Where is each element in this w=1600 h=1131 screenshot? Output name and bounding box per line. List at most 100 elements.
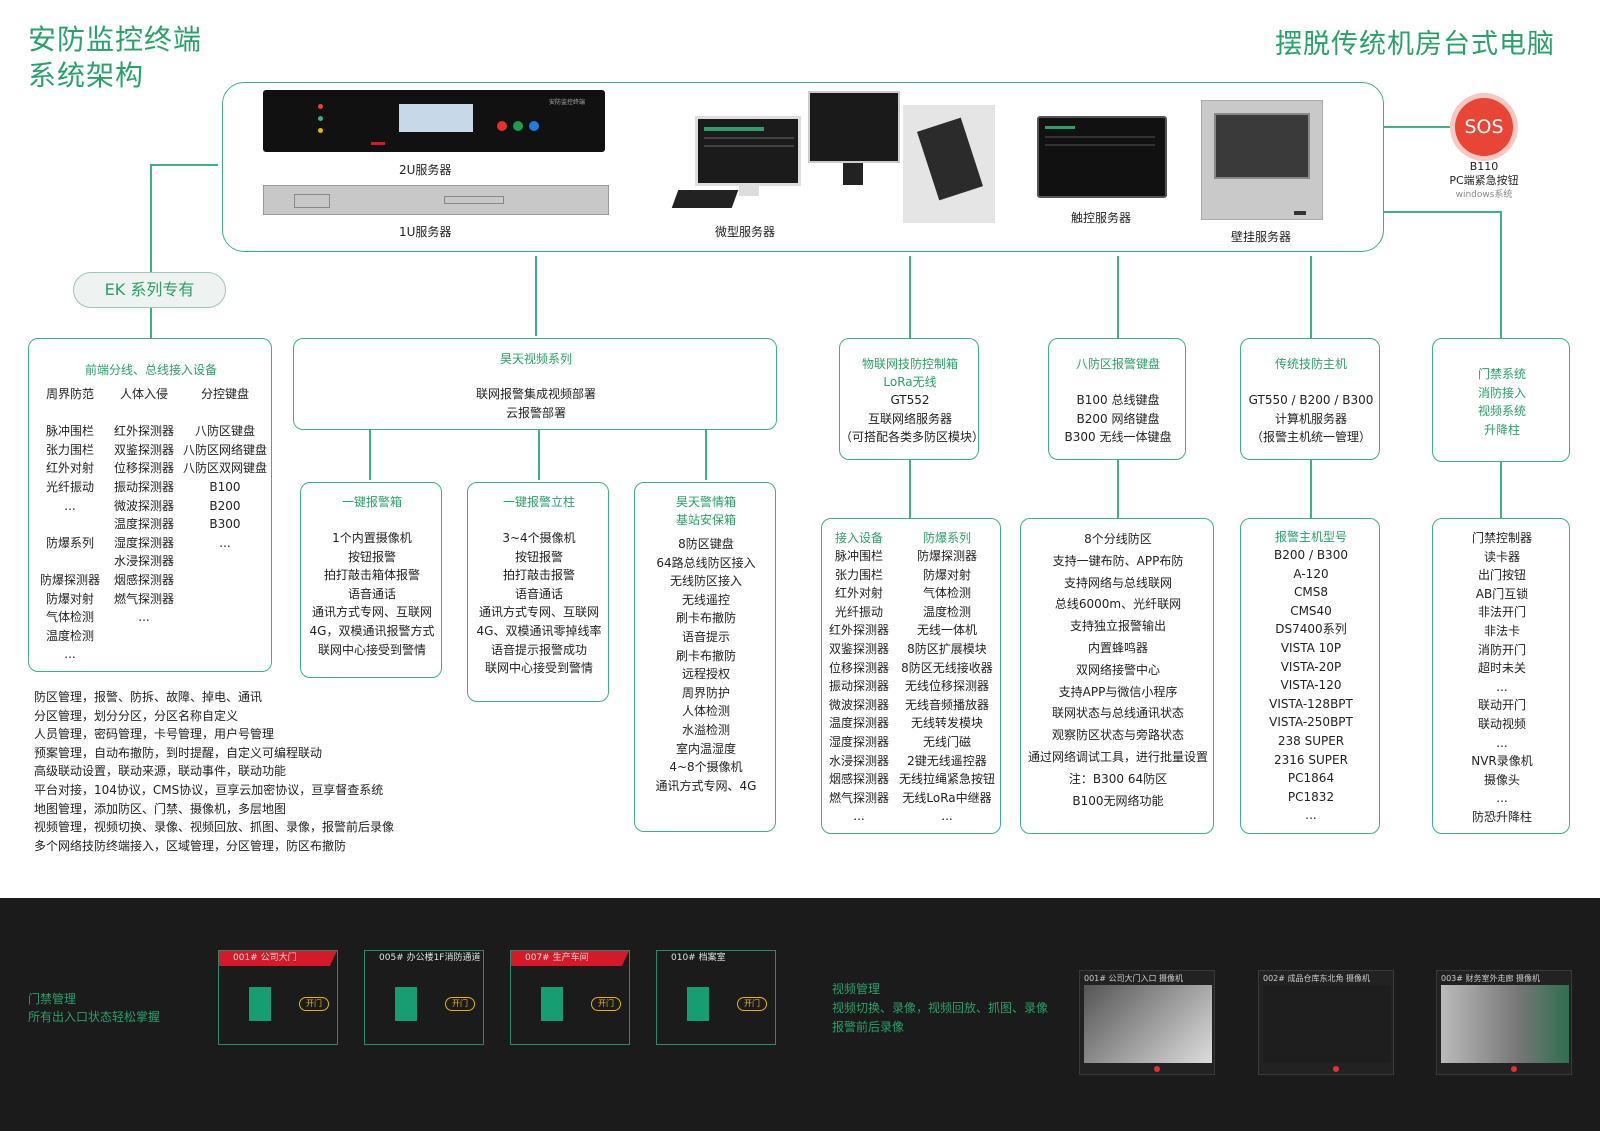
connector <box>1384 211 1500 213</box>
alarm-box-title: 一键报警箱 <box>341 495 402 509</box>
list-item: 联动视频 <box>1477 716 1526 731</box>
connector <box>909 256 911 338</box>
list-item: 云报警部署 <box>505 405 566 420</box>
list-item: 远程授权 <box>681 667 730 682</box>
server-2u-label: 2U服务器 <box>399 163 452 177</box>
iot-detail-col2-title: 防爆系列 <box>922 531 971 545</box>
list-item: 支持一键布防、APP布防 <box>1052 553 1184 568</box>
list-item: 视频系统 <box>1477 404 1526 419</box>
sos-button[interactable]: SOS <box>1455 98 1513 156</box>
list-item: VISTA-20P <box>1280 659 1342 674</box>
list-item: ... <box>1496 791 1508 806</box>
camera-card[interactable]: 002# 成品仓库东北角 摄像机 <box>1258 970 1394 1075</box>
list-item: 室内温湿度 <box>675 741 736 756</box>
list-item: 3~4个摄像机 <box>502 531 576 545</box>
front-col-2: 人体入侵 红外探测器双鉴探测器位移探测器振动探测器微波探测器温度探测器湿度探测器… <box>109 385 179 627</box>
list-item: B300 无线一体键盘 <box>1064 430 1172 445</box>
round-button <box>513 121 523 131</box>
keypad-title: 八防区报警键盘 <box>1075 357 1160 371</box>
iot-title: 物联网技防控制箱 <box>861 357 958 371</box>
list-item: GT550 / B200 / B300 <box>1248 393 1374 407</box>
list-item: 总线6000m、光纤联网 <box>1054 597 1182 612</box>
list-item: 通讯方式专网、互联网 <box>478 605 599 620</box>
camera-card[interactable]: 001# 公司大门入口 摄像机 <box>1079 970 1215 1075</box>
list-item: 非法开门 <box>1477 605 1526 620</box>
list-item: 238 SUPER <box>1277 733 1345 748</box>
record-dot <box>1154 1066 1160 1072</box>
list-item: 位移探测器 <box>828 660 889 675</box>
list-item: 8个分线防区 <box>1084 532 1152 546</box>
list-item: 2键无线遥控器 <box>907 753 987 768</box>
list-item: ... <box>941 809 953 824</box>
list-item: 摄像头 <box>1483 772 1520 787</box>
list-item: PC1864 <box>1287 771 1335 786</box>
camera-card[interactable]: 003# 财务室外走廊 摄像机 <box>1436 970 1572 1075</box>
list-item: 红外探测器 <box>828 623 889 638</box>
list-item: 4G、双模通讯零掉线率 <box>476 623 602 638</box>
list-item: 刷卡布撤防 <box>675 648 736 663</box>
camera-controls[interactable] <box>1441 1065 1569 1073</box>
door-card[interactable]: 005# 办公楼1F消防通道 开门 <box>364 950 484 1045</box>
list-item: 语音提示报警成功 <box>490 642 587 657</box>
list-item: 无线防区接入 <box>669 574 742 589</box>
list-item: 水溢检测 <box>681 722 730 737</box>
connector <box>369 430 371 480</box>
list-item: ... <box>138 610 150 625</box>
list-item: B200 网络键盘 <box>1076 411 1160 426</box>
list-item: VISTA 10P <box>1280 640 1342 655</box>
list-item: ... <box>64 647 76 662</box>
micro-server-image <box>695 116 801 186</box>
open-door-button[interactable]: 开门 <box>299 997 329 1011</box>
feature-item: 地图管理，添加防区、门禁、摄像机，多层地图 <box>34 801 287 816</box>
list-item: 防爆探测器 <box>916 549 977 563</box>
iot-detail-col1: 脉冲围栏张力围栏红外对射光纤振动红外探测器双鉴探测器位移探测器振动探测器微波探测… <box>824 547 894 826</box>
camera-controls[interactable] <box>1263 1065 1391 1073</box>
keyboard <box>671 190 739 208</box>
open-door-button[interactable]: 开门 <box>591 997 621 1011</box>
touch-server-image <box>1037 116 1167 198</box>
keypad-detail-box: 8个分线防区支持一键布防、APP布防支持网络与总线联网总线6000m、光纤联网支… <box>1020 518 1214 834</box>
video-mgmt-sub2: 报警前后录像 <box>832 1020 905 1034</box>
keypad-box: 八防区报警键盘 B100 总线键盘 B200 网络键盘 B300 无线一体键盘 <box>1048 338 1186 460</box>
open-door-button[interactable]: 开门 <box>445 997 475 1011</box>
list-item: 联网中心接受到警情 <box>317 642 426 657</box>
keypad-detail-lines: 8个分线防区支持一键布防、APP布防支持网络与总线联网总线6000m、光纤联网支… <box>1021 529 1215 812</box>
keypad-lines: B100 总线键盘 B200 网络键盘 B300 无线一体键盘 <box>1049 391 1187 447</box>
list-item: 防爆探测器 <box>39 572 100 587</box>
door-card[interactable]: 010# 档案室 开门 <box>656 950 776 1045</box>
connector <box>1310 460 1312 518</box>
list-item: B200 / B300 <box>1274 548 1348 562</box>
list-item: 双鉴探测器 <box>113 442 174 457</box>
list-item: 通讯方式专网、4G <box>655 778 757 793</box>
camera-controls[interactable] <box>1084 1065 1212 1073</box>
list-item: 八防区双网键盘 <box>182 461 267 476</box>
list-item: 超时未关 <box>1477 661 1526 676</box>
feature-item: 预案管理，自动布撤防，到时提醒，自定义可编程联动 <box>34 745 323 760</box>
door-card[interactable]: 007# 生产车间 开门 <box>510 950 630 1045</box>
door-card[interactable]: 001# 公司大门 开门 <box>218 950 338 1045</box>
list-item: 拍打敲击报警 <box>502 568 575 583</box>
list-item: 双鉴探测器 <box>828 641 889 656</box>
connector <box>1117 256 1119 338</box>
wall-server-label: 壁挂服务器 <box>1231 230 1292 244</box>
list-item: 红外对射 <box>45 461 94 476</box>
list-item: 八防区网络键盘 <box>182 442 267 457</box>
list-item: 光纤振动 <box>834 604 883 619</box>
list-item: 张力围栏 <box>45 442 94 457</box>
camera-name: 002# 成品仓库东北角 摄像机 <box>1263 974 1371 983</box>
list-item: CMS40 <box>1290 603 1332 618</box>
list-item: 通讯方式专网、互联网 <box>311 605 432 620</box>
list-item: 无线门磁 <box>922 734 971 749</box>
door-icon <box>395 987 417 1021</box>
open-door-button[interactable]: 开门 <box>737 997 767 1011</box>
list-item: B100 总线键盘 <box>1076 393 1160 407</box>
list-item: （报警主机统一管理） <box>1250 430 1371 445</box>
list-item: 分控键盘 <box>200 387 249 401</box>
list-item: 温度检测 <box>45 628 94 643</box>
